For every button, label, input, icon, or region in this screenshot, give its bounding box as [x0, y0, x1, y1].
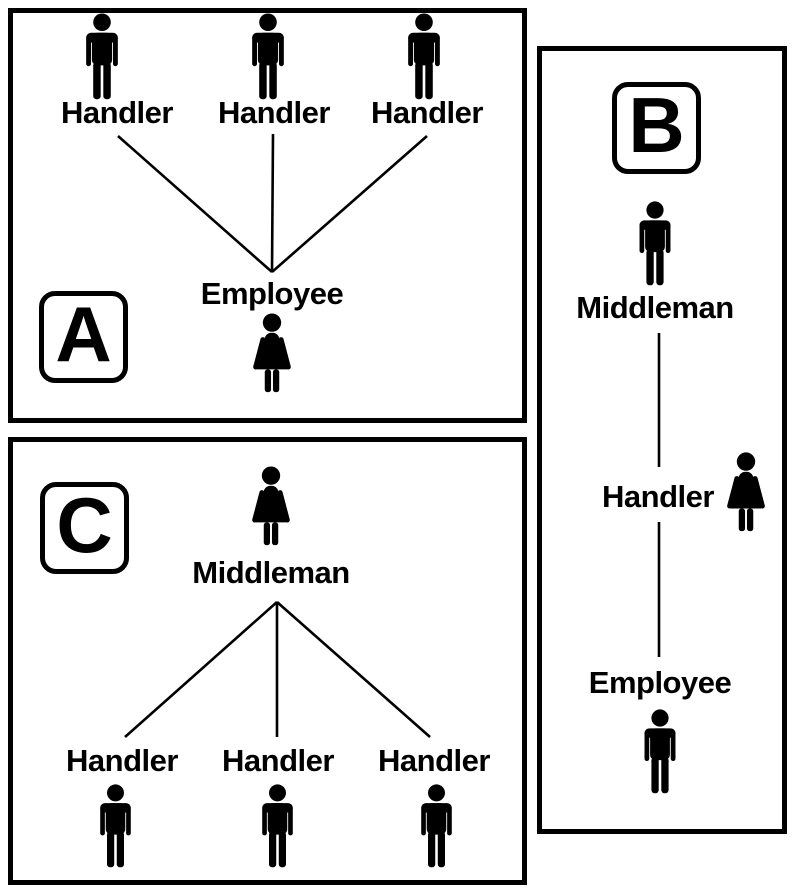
male-person-icon	[80, 13, 124, 101]
handler-label: Handler	[222, 743, 334, 778]
male-person-icon	[638, 709, 682, 795]
male-person-icon	[633, 201, 677, 287]
female-person-icon	[242, 466, 300, 548]
handler-label: Handler	[218, 95, 330, 130]
employee-label: Employee	[588, 665, 732, 700]
panel-b-badge: B	[612, 82, 701, 174]
panel-c: C Middleman Handler Handler Handler	[8, 437, 527, 885]
handler-label: Handler	[61, 95, 173, 130]
middleman-label: Middleman	[192, 555, 350, 590]
male-person-icon	[246, 13, 290, 101]
male-person-icon	[94, 784, 137, 869]
panel-a: Handler Handler Handler Employee A	[8, 8, 527, 423]
male-person-icon	[402, 13, 446, 101]
male-person-icon	[256, 784, 299, 869]
panel-c-badge: C	[40, 482, 129, 574]
handler-label: Handler	[66, 743, 178, 778]
employee-label: Employee	[200, 276, 344, 311]
handler-label: Handler	[378, 743, 490, 778]
female-person-icon	[243, 313, 301, 395]
male-person-icon	[415, 784, 458, 869]
panel-a-badge: A	[39, 291, 128, 383]
handler-label: Handler	[371, 95, 483, 130]
female-person-icon	[717, 451, 775, 535]
handler-label: Handler	[602, 479, 714, 514]
panel-b: B Middleman Handler Employee	[537, 46, 787, 834]
middleman-label: Middleman	[576, 290, 734, 325]
